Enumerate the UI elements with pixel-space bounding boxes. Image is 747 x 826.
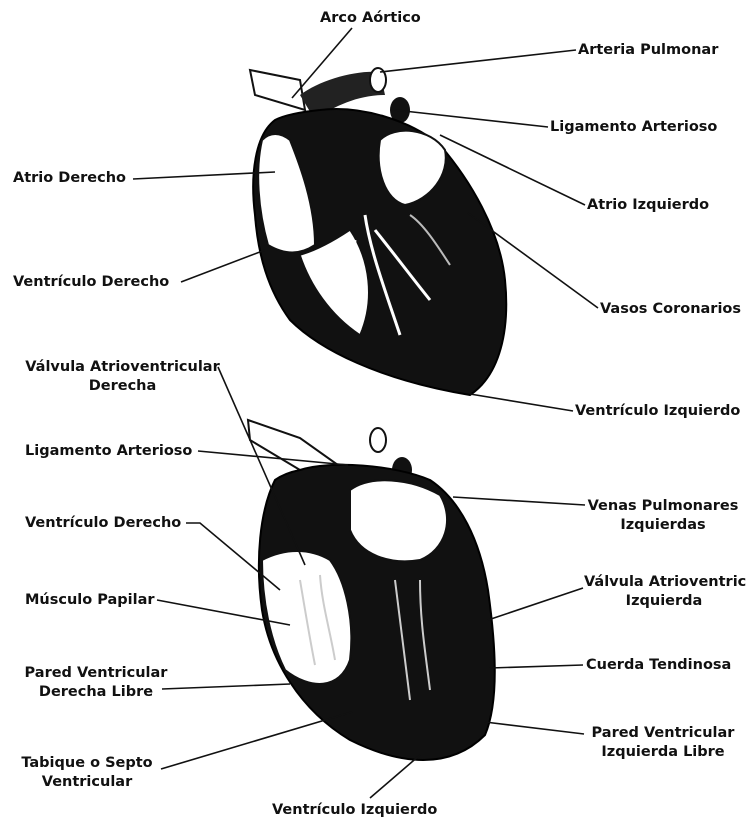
bottom-heart-drawing: [248, 420, 495, 760]
label-venas-pulmonares-line2: Izquierdas: [584, 516, 742, 535]
label-ligamento-arterioso-top: Ligamento Arterioso: [550, 118, 717, 137]
label-arteria-pulmonar: Arteria Pulmonar: [578, 41, 718, 60]
label-tabique-septo: Tabique o Septo Ventricular: [16, 754, 158, 792]
leader-venas-pulmonares: [453, 497, 585, 505]
label-valvula-av-derecha-line2: Derecha: [10, 377, 235, 396]
leader-pared-derecha: [162, 684, 290, 689]
label-vasos-coronarios: Vasos Coronarios: [600, 300, 741, 319]
top-heart-drawing: [250, 68, 506, 395]
label-tabique-line2: Ventricular: [16, 773, 158, 792]
label-valvula-av-izquierda-line1: Válvula Atrioventricula: [584, 573, 744, 592]
label-valvula-av-izquierda: Válvula Atrioventricula Izquierda: [584, 573, 744, 611]
label-pared-derecha-line1: Pared Ventricular: [16, 664, 176, 683]
label-venas-pulmonares-line1: Venas Pulmonares: [584, 497, 742, 516]
label-tabique-line1: Tabique o Septo: [16, 754, 158, 773]
leader-valvula-izquierda: [488, 588, 583, 620]
label-valvula-av-izquierda-line2: Izquierda: [584, 592, 744, 611]
label-ventriculo-derecho-bottom: Ventrículo Derecho: [25, 514, 181, 533]
label-pared-ventricular-izquierda: Pared Ventricular Izquierda Libre: [584, 724, 742, 762]
label-ventriculo-izquierdo-top: Ventrículo Izquierdo: [575, 402, 740, 421]
leader-cuerda-tendinosa: [490, 665, 583, 668]
leader-pared-izquierda: [485, 722, 584, 734]
top-aorta-vessels: [250, 70, 305, 110]
label-ligamento-arterioso-bottom: Ligamento Arterioso: [25, 442, 192, 461]
bottom-vessels: [248, 420, 345, 470]
label-ventriculo-izquierdo-bottom: Ventrículo Izquierdo: [272, 801, 437, 820]
label-ventriculo-derecho-top: Ventrículo Derecho: [13, 273, 169, 292]
leader-arteria-pulmonar: [380, 50, 576, 72]
label-pared-izquierda-line2: Izquierda Libre: [584, 743, 742, 762]
leader-ligamento-top: [395, 110, 548, 127]
label-valvula-av-derecha-line1: Válvula Atrioventricular: [10, 358, 235, 377]
leader-ventriculo-derecho-top: [181, 250, 265, 282]
label-pared-ventricular-derecha: Pared Ventricular Derecha Libre: [16, 664, 176, 702]
label-musculo-papilar: Músculo Papilar: [25, 591, 155, 610]
label-pared-derecha-line2: Derecha Libre: [16, 683, 176, 702]
leader-ventriculo-izquierdo-bottom: [370, 755, 420, 798]
label-pared-izquierda-line1: Pared Ventricular: [584, 724, 742, 743]
label-atrio-izquierdo: Atrio Izquierdo: [587, 196, 709, 215]
leader-tabique: [161, 712, 352, 769]
label-atrio-derecho: Atrio Derecho: [13, 169, 126, 188]
label-venas-pulmonares: Venas Pulmonares Izquierdas: [584, 497, 742, 535]
label-cuerda-tendinosa: Cuerda Tendinosa: [586, 656, 731, 675]
label-arco-aortico: Arco Aórtico: [320, 9, 421, 28]
leader-ventriculo-izquierdo-top: [470, 394, 573, 411]
label-valvula-av-derecha: Válvula Atrioventricular Derecha: [10, 358, 235, 396]
bottom-left-atrium: [350, 480, 447, 561]
